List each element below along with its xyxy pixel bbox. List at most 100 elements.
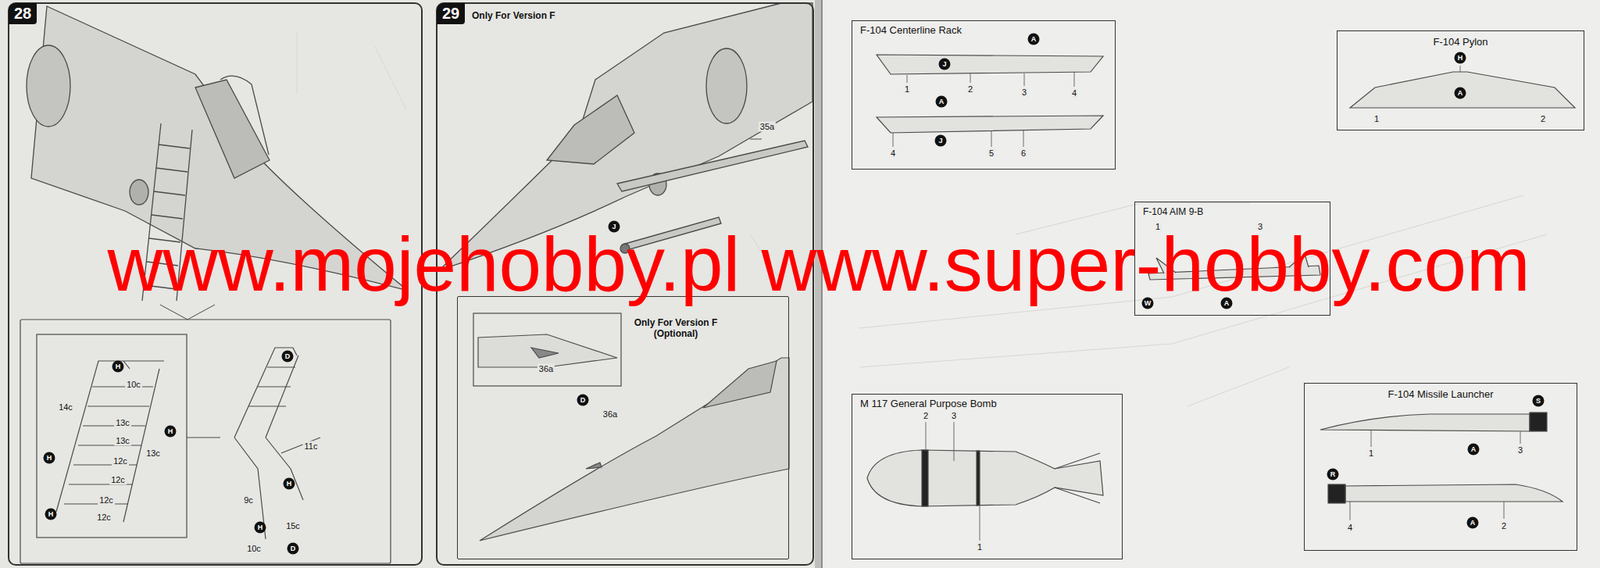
box-title: F-104 Centerline Rack xyxy=(860,24,962,36)
missile-launcher-drawing-part xyxy=(1345,484,1563,502)
part-number: 1 xyxy=(1372,114,1381,125)
step-28-inset-part xyxy=(20,319,391,564)
missile-launcher-drawing-part xyxy=(1320,414,1530,432)
part-number: 6 xyxy=(1019,148,1028,159)
callout-letter: H xyxy=(164,425,177,438)
part-number: 14c xyxy=(57,402,75,413)
pylon-drawing xyxy=(1350,65,1575,108)
part-number: 1 xyxy=(1367,448,1375,459)
background-ghost-lines xyxy=(296,31,1547,407)
step-29-aircraft-part xyxy=(750,139,762,140)
detail-box: F-104 Missile Launcher xyxy=(1303,382,1578,551)
part-number: 1 xyxy=(975,542,984,553)
centerline-rack-drawing-part xyxy=(892,71,1075,147)
missile-launcher-drawing-part xyxy=(1529,412,1547,432)
callout-letter: H xyxy=(112,360,125,373)
m117-bomb-drawing-part xyxy=(867,450,1104,507)
m117-bomb-drawing-part xyxy=(1054,453,1100,504)
m117-bomb-drawing xyxy=(867,421,1104,541)
step-28-inset-part xyxy=(64,386,154,504)
callout-letter: H xyxy=(283,478,296,490)
part-number: 12c xyxy=(109,475,127,486)
step-29-inset-part xyxy=(585,462,602,469)
box-title: M 117 General Purpose Bomb xyxy=(860,397,997,410)
step-29-inset-part xyxy=(478,334,618,368)
centerline-rack-drawing-part xyxy=(876,54,1104,75)
step-28-inset-part xyxy=(56,360,165,522)
detail-box: M 117 General Purpose Bomb xyxy=(851,393,1123,560)
part-number: 3 xyxy=(950,410,958,422)
callout-letter: D xyxy=(577,394,590,407)
version-note: Only For Version F xyxy=(471,10,556,22)
step-29-inset-part xyxy=(703,360,777,408)
part-number: 12c xyxy=(111,456,129,467)
step-number: 29 xyxy=(436,3,465,25)
callout-letter: A xyxy=(1028,33,1040,46)
step-29-aircraft-part xyxy=(706,48,747,124)
part-number: 2 xyxy=(1500,521,1508,532)
part-number: 5 xyxy=(987,148,996,159)
step-29-inset-part xyxy=(479,357,790,541)
m117-bomb-drawing-part xyxy=(976,450,980,506)
m117-bomb-drawing-part xyxy=(921,450,929,507)
step-28-inset-part xyxy=(36,334,187,538)
part-number: 4 xyxy=(889,148,897,159)
part-number: 13c xyxy=(114,435,132,447)
callout-letter: D xyxy=(282,350,294,363)
callout-letter: D xyxy=(287,542,300,555)
inset-panel: Only For Version F (Optional) xyxy=(457,296,790,560)
centerline-rack-drawing xyxy=(876,54,1104,147)
part-number: 36a xyxy=(601,409,619,420)
part-number: 2 xyxy=(921,410,930,422)
callout-letter: H xyxy=(43,452,56,465)
part-number: 13c xyxy=(144,448,162,459)
callout-letter: S xyxy=(1532,395,1545,408)
part-number: 35a xyxy=(758,121,776,133)
step-28-inset xyxy=(20,319,391,564)
missile-launcher-drawing xyxy=(1320,412,1563,521)
callout-letter: A xyxy=(1454,87,1467,100)
part-number: 4 xyxy=(1346,522,1354,533)
part-number: 13c xyxy=(114,417,132,429)
part-number: 12c xyxy=(95,512,113,523)
step-28-aircraft-part xyxy=(129,179,149,205)
box-title: F-104 AIM 9-B xyxy=(1142,206,1204,218)
step-28-inset-part xyxy=(186,436,221,438)
step-28-aircraft-part xyxy=(26,45,71,127)
part-number: 10c xyxy=(125,379,143,390)
version-note: Only For Version F (Optional) xyxy=(625,317,727,340)
step-29-aircraft-part xyxy=(617,140,808,192)
callout-letter: J xyxy=(939,58,951,71)
callout-letter: H xyxy=(1454,52,1467,65)
step-28-aircraft-part xyxy=(220,75,269,155)
part-number: 3 xyxy=(1020,87,1029,98)
pylon-drawing-part xyxy=(1350,71,1575,108)
step-number: 28 xyxy=(8,3,37,25)
step-28-inset-part xyxy=(248,367,296,407)
step-29-inset-part xyxy=(531,347,559,358)
step-28-aircraft-part xyxy=(195,79,270,179)
step-28-aircraft-part xyxy=(160,304,215,320)
m117-bomb-drawing-part xyxy=(925,421,980,541)
callout-letter: H xyxy=(254,521,267,534)
part-number: 11c xyxy=(303,441,320,452)
part-number: 9c xyxy=(242,495,255,506)
step-29-inset xyxy=(473,313,790,541)
part-number: 2 xyxy=(966,84,975,95)
callout-letter: R xyxy=(1327,468,1340,481)
watermark: www.mojehobby.pl www.super-hobby.com xyxy=(107,225,1530,303)
part-number: 4 xyxy=(1070,88,1079,99)
part-number: 10c xyxy=(245,543,263,554)
callout-letter: H xyxy=(45,508,58,521)
step-28-inset-part xyxy=(234,347,321,540)
box-title: F-104 Pylon xyxy=(1432,35,1488,48)
part-number: 36a xyxy=(537,364,555,375)
callout-letter: A xyxy=(935,96,948,108)
part-number: 2 xyxy=(1539,114,1547,125)
step-29-aircraft-part xyxy=(546,95,635,165)
step-29-inset-part xyxy=(473,313,622,386)
missile-launcher-drawing-part xyxy=(1350,429,1521,521)
missile-launcher-drawing-part xyxy=(1328,484,1346,504)
callout-letter: A xyxy=(1467,517,1479,529)
